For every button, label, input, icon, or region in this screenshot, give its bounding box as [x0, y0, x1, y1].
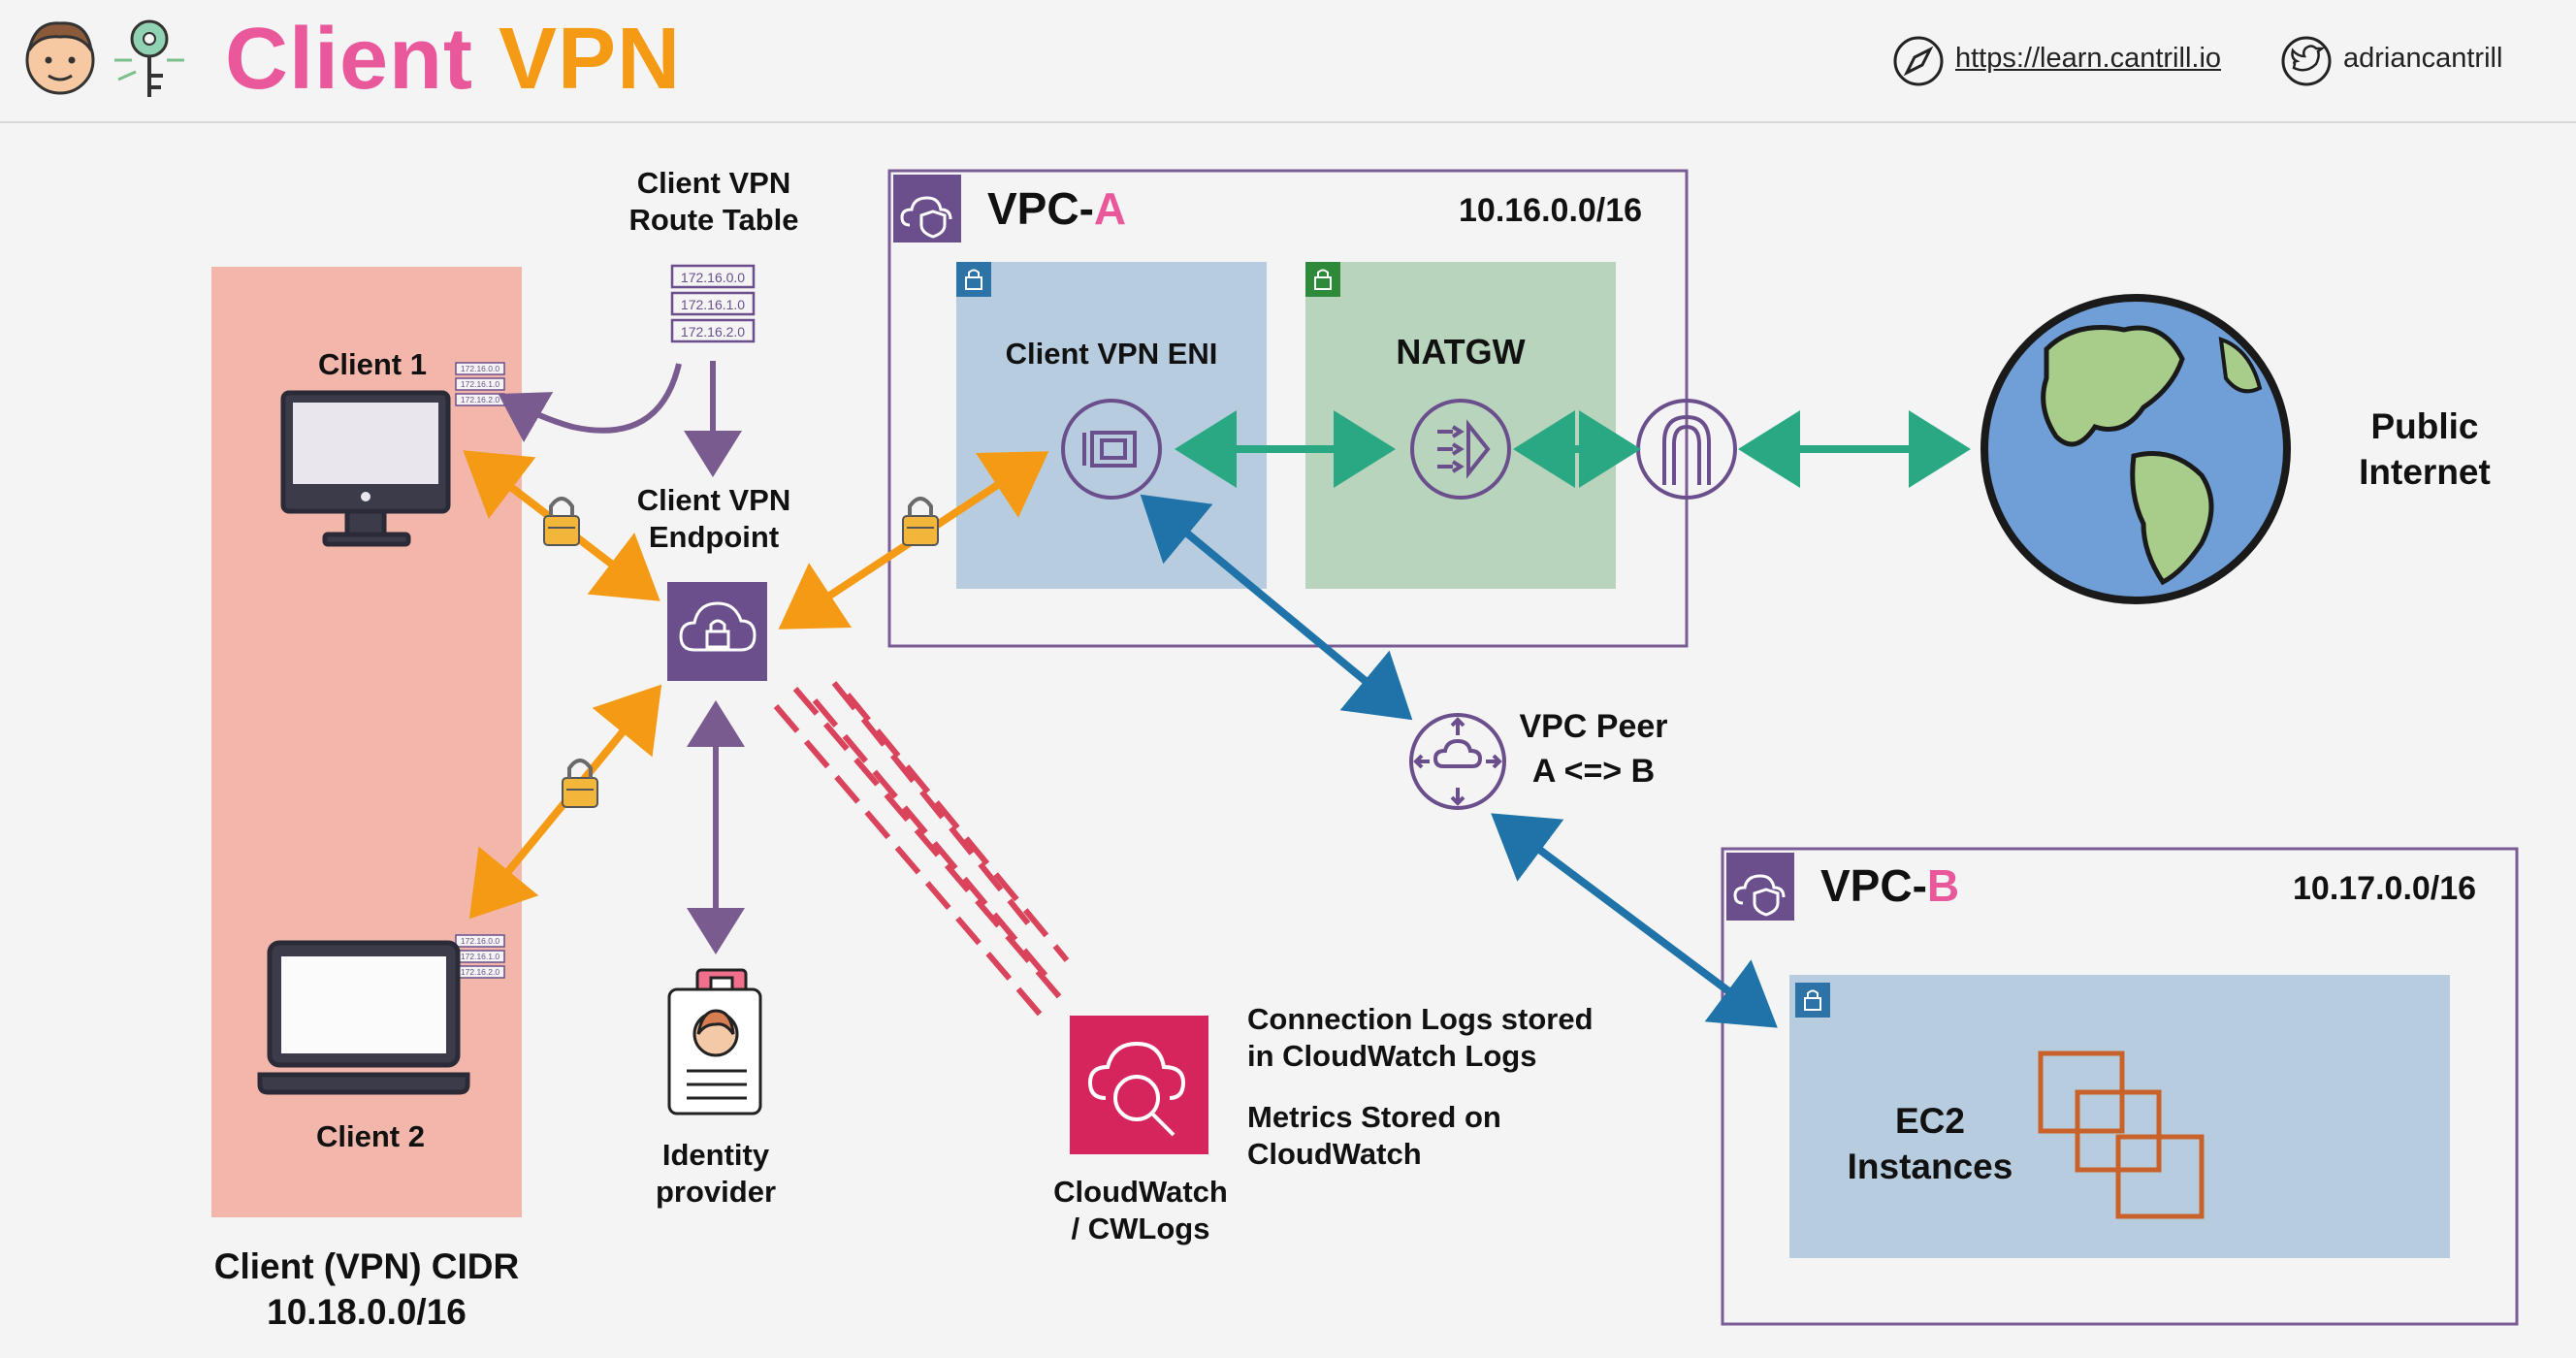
- desktop-computer-icon: [280, 390, 451, 547]
- natgw-label: NATGW: [1396, 332, 1526, 372]
- title-part2: VPN: [499, 11, 682, 108]
- arrow-peer-ec2: [1491, 813, 1778, 1028]
- connection-logs-note: Connection Logs stored in CloudWatch Log…: [1247, 1002, 1594, 1073]
- natgw-subnet-box: [1305, 262, 1616, 589]
- twitter-icon: [2281, 36, 2332, 86]
- eni-subnet-box: [956, 262, 1267, 589]
- client-cidr-label: Client (VPN) CIDR 10.18.0.0/16: [213, 1246, 520, 1332]
- laptop-icon: [257, 940, 470, 1095]
- client1-label: Client 1: [318, 347, 427, 381]
- svg-text:172.16.0.0: 172.16.0.0: [461, 936, 499, 946]
- svg-text:172.16.0.0: 172.16.0.0: [461, 364, 499, 373]
- metrics-note: Metrics Stored on CloudWatch: [1247, 1100, 1501, 1171]
- page-title: Client VPN: [225, 10, 681, 110]
- twitter-handle: adriancantrill: [2343, 43, 2503, 74]
- cloudwatch-icon: [1087, 1041, 1186, 1137]
- ec2-instances-label: EC2 Instances: [1847, 1101, 2013, 1186]
- svg-text:172.16.1.0: 172.16.1.0: [461, 379, 499, 389]
- arrows-logs-to-cloudwatch: [773, 681, 1070, 1020]
- client2-route-entries: 172.16.0.0 172.16.1.0 172.16.2.0: [461, 936, 499, 977]
- natgw-subnet-lock-badge: [1305, 262, 1340, 297]
- key-icon: [114, 19, 184, 97]
- vpn-endpoint-label: Client VPN Endpoint: [636, 483, 791, 554]
- vpc-a-title: VPC-A: [987, 183, 1127, 234]
- eni-label: Client VPN ENI: [1005, 337, 1218, 371]
- cloudwatch-icon-bg: [1070, 1016, 1208, 1154]
- client1-route-table-icon: [455, 362, 505, 406]
- vpc-peering-icon: [1409, 713, 1506, 810]
- vpc-b-cidr: 10.17.0.0/16: [2293, 870, 2477, 907]
- identity-badge-icon: [667, 968, 762, 1116]
- vpn-endpoint-icon: [679, 601, 757, 652]
- vpc-b-icon-bg: [1726, 853, 1794, 921]
- ec2-instances-icon: [2038, 1051, 2205, 1219]
- svg-text:172.16.1.0: 172.16.1.0: [461, 952, 499, 961]
- svg-text:172.16.2.0: 172.16.2.0: [461, 967, 499, 977]
- padlock-icon: [1804, 989, 1821, 1011]
- arrow-routetable-client1: [498, 363, 682, 443]
- vpc-peer-label: VPC Peer A <=> B: [1519, 708, 1668, 790]
- ec2-subnet-lock-badge: [1795, 983, 1830, 1018]
- title-part1: Client: [225, 11, 474, 108]
- route-entry: 172.16.0.0: [681, 270, 745, 285]
- client2-label: Client 2: [316, 1119, 425, 1153]
- route-table-title: Client VPN Route Table: [628, 166, 799, 237]
- vpc-b-title: VPC-B: [1820, 860, 1960, 911]
- identity-provider-label: Identity provider: [655, 1138, 777, 1209]
- course-link[interactable]: https://learn.cantrill.io: [1955, 43, 2222, 74]
- client2-route-table-icon: [455, 934, 505, 979]
- eni-icon: [1061, 399, 1162, 500]
- padlock-icon: [1314, 269, 1332, 290]
- eni-subnet-lock-badge: [956, 262, 991, 297]
- padlock-icon: [562, 759, 598, 808]
- nat-gateway-icon: [1410, 399, 1511, 500]
- compass-icon: [1893, 36, 1944, 86]
- client1-route-entries: 172.16.0.0 172.16.1.0 172.16.2.0: [461, 364, 499, 404]
- vpc-b-box: [1721, 847, 2519, 1326]
- padlock-icon: [902, 497, 939, 546]
- route-table-icon: [670, 264, 756, 343]
- arrow-eni-peer: [1140, 494, 1413, 721]
- route-entry: 172.16.2.0: [681, 324, 745, 340]
- route-entry: 172.16.1.0: [681, 297, 745, 312]
- avatar-icon: [25, 21, 95, 95]
- svg-text:172.16.2.0: 172.16.2.0: [461, 395, 499, 404]
- padlock-icon: [543, 497, 580, 546]
- padlock-icon: [965, 269, 982, 290]
- globe-icon: [1980, 294, 2291, 604]
- route-table-entries: 172.16.0.0 172.16.1.0 172.16.2.0: [681, 270, 745, 340]
- vpc-a-cidr: 10.16.0.0/16: [1459, 192, 1643, 229]
- public-internet-label: Public Internet: [2359, 406, 2491, 492]
- vpc-cloud-shield-icon: [900, 196, 952, 239]
- cloudwatch-label: CloudWatch / CWLogs: [1053, 1175, 1228, 1245]
- vpc-a-icon-bg: [893, 175, 961, 242]
